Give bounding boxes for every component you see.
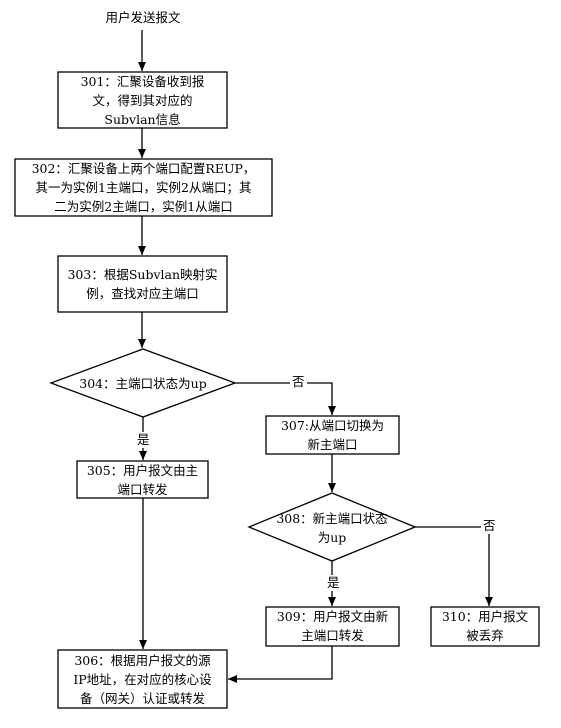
diamond-308-line: 为up [317, 530, 347, 545]
box-310-line: 310：用户报文 [441, 609, 529, 624]
box-309-line: 主端口转发 [301, 628, 364, 643]
label-no-308: 否 [481, 518, 498, 534]
arrow-308-310 [415, 526, 493, 606]
box-301-line: Subvlan信息 [104, 112, 181, 127]
box-307-line: 307:从端口切换为 [280, 418, 385, 433]
box-303-line: 303：根据Subvlan映射实 [67, 267, 218, 282]
box-306-line: 备（网关）认证或转发 [79, 691, 205, 706]
box-305-line: 端口转发 [117, 482, 168, 497]
start-label-text: 用户发送报文 [105, 10, 181, 25]
box-301-line: 文，得到其对应的 [92, 93, 193, 108]
diamond-304-text: 304：主端口状态为up [60, 374, 226, 393]
box-307-text: 307:从端口切换为 新主端口 [266, 416, 399, 454]
box-310-line: 被丢弃 [466, 628, 504, 643]
box-301-line: 301：汇聚设备收到报 [80, 74, 205, 89]
box-302-line: 其一为实例1主端口，实例2从端口；其 [35, 180, 252, 195]
arrow-309-306 [228, 646, 333, 683]
label-no-304: 否 [290, 374, 307, 390]
label-yes-308: 是 [325, 575, 342, 591]
label-yes-304: 是 [135, 432, 152, 448]
box-303-text: 303：根据Subvlan映射实 例，查找对应主端口 [58, 265, 227, 303]
box-302-line: 二为实例2主端口，实例1从端口 [54, 199, 233, 214]
box-301-text: 301：汇聚设备收到报 文，得到其对应的 Subvlan信息 [58, 72, 227, 129]
diamond-308-text: 308：新主端口状态 为up [262, 509, 402, 547]
box-307-line: 新主端口 [307, 437, 358, 452]
box-310 [430, 606, 540, 647]
box-303-line: 例，查找对应主端口 [86, 286, 199, 301]
arrow-304-307 [235, 382, 336, 415]
box-306-line: 306：根据用户报文的源 [74, 653, 211, 668]
box-306-line: IP地址，在对应的核心设 [73, 672, 212, 687]
box-309-line: 309：用户报文由新 [276, 609, 389, 624]
box-309-text: 309：用户报文由新 主端口转发 [266, 607, 399, 645]
box-306 [57, 649, 228, 709]
start-label: 用户发送报文 [70, 8, 216, 27]
box-306-text: 306：根据用户报文的源 IP地址，在对应的核心设 备（网关）认证或转发 [58, 651, 227, 708]
box-302-text: 302：汇聚设备上两个端口配置REUP， 其一为实例1主端口，实例2从端口；其 … [15, 159, 272, 216]
box-302 [14, 158, 273, 217]
diamond-304-line: 304：主端口状态为up [79, 376, 207, 391]
box-310-text: 310：用户报文 被丢弃 [431, 607, 539, 645]
box-305-line: 305：用户报文由主 [86, 463, 199, 478]
diamond-308-line: 308：新主端口状态 [276, 511, 388, 526]
box-305-text: 305：用户报文由主 端口转发 [77, 461, 208, 499]
box-302-line: 302：汇聚设备上两个端口配置REUP， [31, 161, 256, 176]
